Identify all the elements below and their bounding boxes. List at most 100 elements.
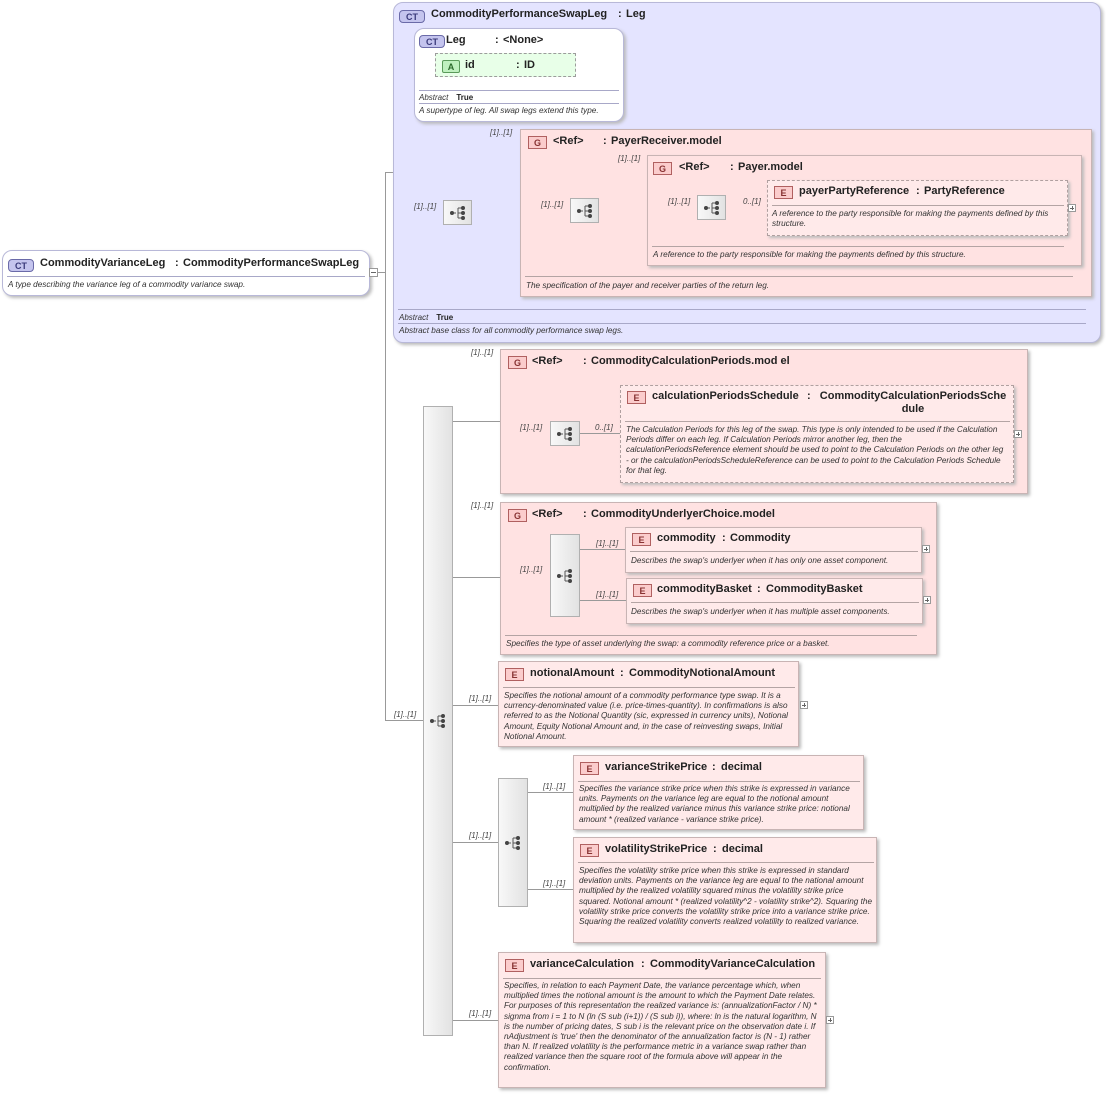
group-icon: G bbox=[653, 162, 672, 175]
leg-name: Leg bbox=[446, 34, 466, 46]
element-icon: E bbox=[627, 391, 646, 404]
element-type: decimal bbox=[721, 761, 762, 773]
divider bbox=[419, 103, 619, 104]
divider bbox=[630, 551, 918, 552]
variance-strike-price-element[interactable]: E varianceStrikePrice : decimal Specifie… bbox=[573, 755, 864, 830]
connector bbox=[580, 433, 620, 434]
element-desc: Describes the swap's underlyer when it h… bbox=[631, 556, 889, 565]
group-sep: : bbox=[730, 161, 734, 173]
divider bbox=[505, 635, 917, 636]
connector bbox=[453, 421, 500, 422]
element-name: payerPartyReference bbox=[799, 185, 910, 197]
choice-compositor[interactable] bbox=[498, 778, 528, 907]
group-icon: G bbox=[508, 356, 527, 369]
complex-type-icon: CT bbox=[399, 10, 425, 23]
divider bbox=[578, 862, 874, 863]
expand-icon[interactable] bbox=[1014, 430, 1022, 438]
group-ref: <Ref> bbox=[553, 135, 584, 147]
complex-type-icon: CT bbox=[419, 35, 445, 48]
attribute-icon: A bbox=[442, 60, 460, 73]
cardinality: [1]..[1] bbox=[394, 710, 417, 719]
group-icon: G bbox=[528, 136, 547, 149]
divider bbox=[7, 276, 365, 277]
divider bbox=[525, 276, 1073, 277]
cardinality: [1]..[1] bbox=[469, 1009, 492, 1018]
commodity-element[interactable]: E commodity : Commodity Describes the sw… bbox=[625, 527, 922, 573]
divider bbox=[652, 246, 1064, 247]
sequence-compositor[interactable] bbox=[570, 198, 599, 223]
attribute-id-box[interactable]: A id : ID bbox=[435, 53, 576, 77]
group-type: Payer.model bbox=[738, 161, 803, 173]
element-sep: : bbox=[620, 667, 624, 679]
payer-party-reference-element[interactable]: E payerPartyReference : PartyReference A… bbox=[767, 180, 1068, 236]
group-sep: : bbox=[603, 135, 607, 147]
element-sep: : bbox=[641, 958, 645, 970]
connector bbox=[453, 842, 498, 843]
attr-name: id bbox=[465, 59, 475, 71]
cardinality: [1]..[1] bbox=[490, 128, 513, 137]
divider bbox=[398, 309, 1086, 310]
element-name: varianceStrikePrice bbox=[605, 761, 708, 773]
expand-icon[interactable] bbox=[922, 545, 930, 553]
attr-type: ID bbox=[524, 59, 535, 71]
element-desc: The Calculation Periods for this leg of … bbox=[626, 425, 1004, 475]
notional-amount-element[interactable]: E notionalAmount : CommodityNotionalAmou… bbox=[498, 661, 799, 747]
element-sep: : bbox=[722, 532, 726, 544]
collapse-toggle[interactable] bbox=[369, 268, 378, 277]
cardinality: [1]..[1] bbox=[596, 539, 619, 548]
root-sep: : bbox=[175, 257, 179, 269]
element-name: notionalAmount bbox=[530, 667, 615, 679]
divider bbox=[772, 205, 1064, 206]
complex-type-icon: CT bbox=[8, 259, 34, 272]
element-type: CommodityNotionalAmount bbox=[629, 667, 776, 679]
element-icon: E bbox=[632, 533, 651, 546]
cardinality: [1]..[1] bbox=[471, 501, 494, 510]
sequence-compositor[interactable] bbox=[443, 200, 472, 225]
calculation-periods-schedule-element[interactable]: E calculationPeriodsSchedule : Commodity… bbox=[620, 385, 1014, 483]
group-type: PayerReceiver.model bbox=[611, 135, 722, 147]
connector bbox=[528, 792, 573, 793]
variance-calculation-element[interactable]: E varianceCalculation : CommodityVarianc… bbox=[498, 952, 826, 1088]
expand-icon[interactable] bbox=[800, 701, 808, 709]
root-type-box[interactable]: CT CommodityVarianceLeg : CommodityPerfo… bbox=[2, 250, 370, 296]
connector bbox=[453, 1020, 498, 1021]
sequence-compositor[interactable] bbox=[550, 421, 580, 446]
volatility-strike-price-element[interactable]: E volatilityStrikePrice : decimal Specif… bbox=[573, 837, 877, 943]
element-icon: E bbox=[580, 844, 599, 857]
cardinality: [1]..[1] bbox=[543, 879, 566, 888]
sequence-compositor[interactable] bbox=[697, 195, 726, 220]
element-type: decimal bbox=[722, 843, 763, 855]
choice-compositor[interactable] bbox=[550, 534, 580, 617]
element-sep: : bbox=[712, 761, 716, 773]
element-desc: Specifies the volatility strike price wh… bbox=[579, 866, 873, 927]
expand-icon[interactable] bbox=[826, 1016, 834, 1024]
divider bbox=[631, 602, 919, 603]
connector bbox=[580, 600, 626, 601]
group-type: CommodityUnderlyerChoice.model bbox=[591, 508, 775, 520]
element-icon: E bbox=[774, 186, 793, 199]
expand-icon[interactable] bbox=[1068, 204, 1076, 212]
group-type: CommodityCalculationPeriods.mod el bbox=[591, 355, 790, 367]
cardinality: [1]..[1] bbox=[618, 154, 641, 163]
divider bbox=[625, 421, 1010, 422]
element-icon: E bbox=[580, 762, 599, 775]
element-name: varianceCalculation bbox=[530, 958, 634, 970]
divider bbox=[503, 687, 795, 688]
leg-type: <None> bbox=[503, 34, 544, 46]
connector bbox=[385, 172, 386, 720]
cardinality: [1]..[1] bbox=[520, 565, 543, 574]
divider bbox=[419, 90, 619, 91]
group-desc: A reference to the party responsible for… bbox=[653, 250, 966, 259]
element-name: commodity bbox=[657, 532, 716, 544]
connector bbox=[385, 720, 423, 721]
commodity-basket-element[interactable]: E commodityBasket : CommodityBasket Desc… bbox=[626, 578, 923, 624]
cardinality: [1]..[1] bbox=[469, 694, 492, 703]
element-sep: : bbox=[757, 583, 761, 595]
expand-icon[interactable] bbox=[923, 596, 931, 604]
cardinality: [1]..[1] bbox=[471, 348, 494, 357]
element-desc: A reference to the party responsible for… bbox=[772, 209, 1049, 229]
sequence-compositor[interactable] bbox=[423, 406, 453, 1036]
element-icon: E bbox=[633, 584, 652, 597]
